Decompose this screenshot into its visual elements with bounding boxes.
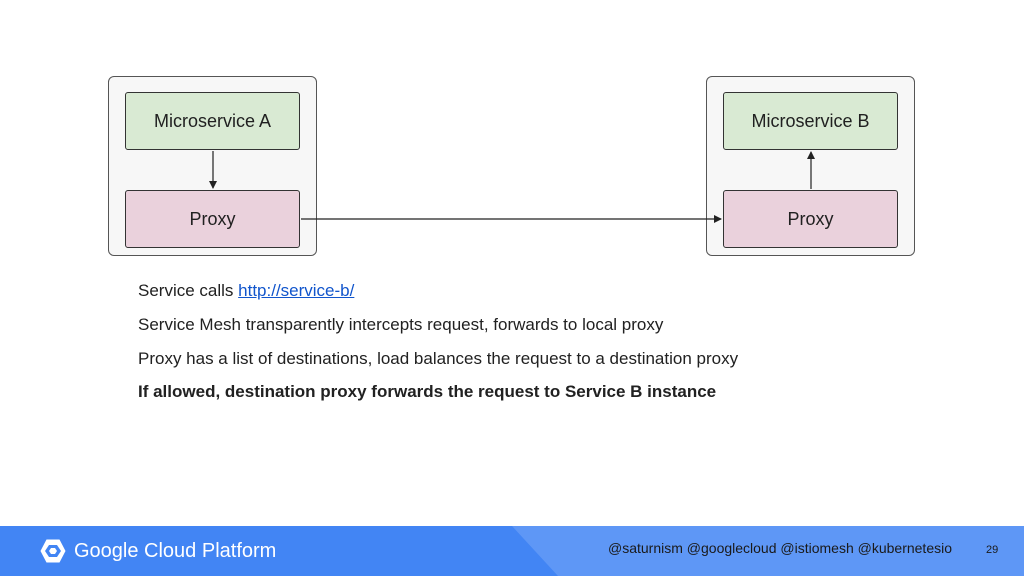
bullet-line-3: Proxy has a list of destinations, load b…	[138, 349, 739, 368]
bullet-line-2: Service Mesh transparently intercepts re…	[138, 315, 664, 334]
bullet-line-4: If allowed, destination proxy forwards t…	[138, 382, 717, 401]
microservice-a-box: Microservice A	[125, 92, 300, 150]
proxy-a-label: Proxy	[189, 208, 236, 229]
brand-text: Google Cloud Platform	[74, 539, 277, 562]
social-handles: @saturnism @googlecloud @istiomesh @kube…	[608, 540, 953, 556]
microservice-a-label: Microservice A	[153, 110, 272, 131]
page-number: 29	[986, 544, 999, 556]
microservice-b-box: Microservice B	[723, 92, 898, 150]
google-cloud-hexagon-icon	[40, 539, 66, 563]
footer-background	[0, 526, 1024, 576]
proxy-a-box: Proxy	[125, 190, 300, 248]
footer-bar: Google Cloud Platform @saturnism @google…	[0, 526, 1024, 576]
connector-arrows	[209, 151, 815, 223]
bullet-line-1: Service calls http://service-b/	[138, 281, 354, 301]
brand: Google Cloud Platform	[40, 539, 276, 563]
service-b-link[interactable]: http://service-b/	[238, 281, 355, 300]
bullet-line-1-prefix: Service calls	[138, 281, 239, 300]
proxy-b-box: Proxy	[723, 190, 898, 248]
proxy-b-label: Proxy	[787, 208, 834, 229]
microservice-b-label: Microservice B	[751, 110, 870, 131]
